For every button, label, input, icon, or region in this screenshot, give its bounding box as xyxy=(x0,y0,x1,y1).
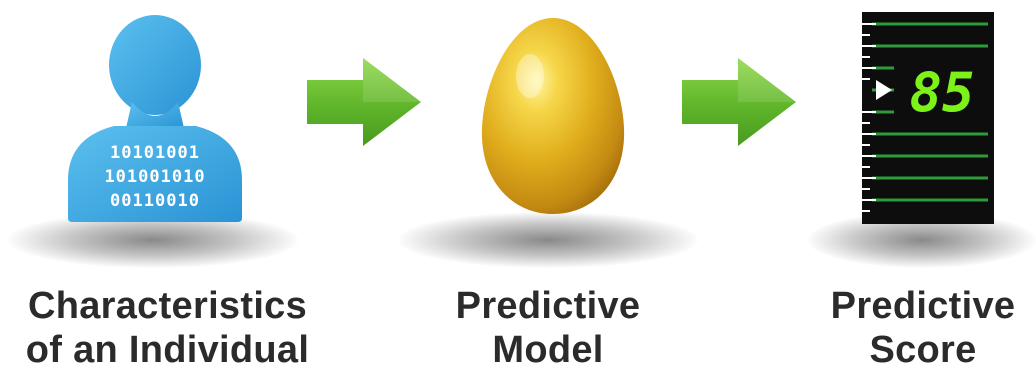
golden-egg-icon xyxy=(481,18,625,214)
binary-line-3: 00110010 xyxy=(110,191,200,211)
person-torso xyxy=(68,126,242,222)
arrow-right-icon xyxy=(307,58,421,146)
label-line-1: Predictive xyxy=(830,285,1016,327)
binary-line-1: 10101001 xyxy=(110,143,200,163)
label-line-2: of an Individual xyxy=(25,329,310,371)
score-display xyxy=(894,64,990,120)
score-value: 85 xyxy=(909,61,974,124)
label-line-1: Characteristics xyxy=(27,285,308,327)
person-binary-icon: 10101001 101001010 00110010 xyxy=(68,15,242,222)
step-label-model: Predictive Model xyxy=(398,284,698,372)
label-line-2: Model xyxy=(492,329,604,371)
person-neck xyxy=(126,102,184,128)
score-gauge-icon: 85 xyxy=(862,12,994,224)
score-pointer-icon xyxy=(876,80,892,100)
label-line-2: Score xyxy=(869,329,977,371)
step-label-score: Predictive Score xyxy=(810,284,1036,372)
binary-line-2: 101001010 xyxy=(104,167,205,187)
gauge-ticks xyxy=(862,23,876,212)
step-label-characteristics: Characteristics of an Individual xyxy=(0,284,335,372)
egg-shadow xyxy=(398,212,698,268)
person-head xyxy=(109,15,201,115)
label-line-1: Predictive xyxy=(455,285,641,327)
arrow-right-icon xyxy=(682,58,796,146)
